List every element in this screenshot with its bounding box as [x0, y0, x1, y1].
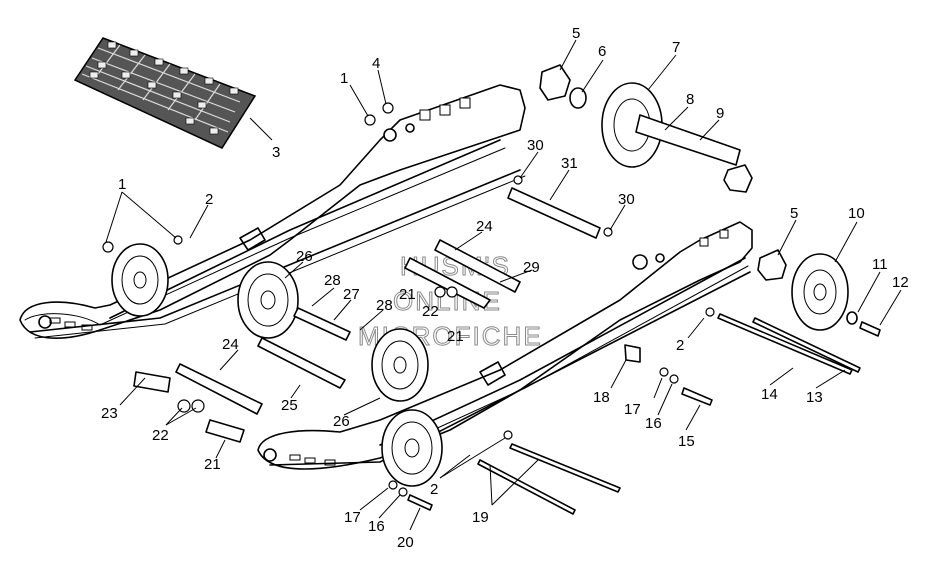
label-9: 9: [716, 105, 724, 122]
label-30-b: 30: [618, 191, 635, 208]
label-31: 31: [561, 155, 578, 172]
leader-lines: [105, 39, 902, 531]
left-rail-upper: [19, 84, 526, 339]
cross-shafts: [133, 187, 861, 515]
rear-wheel-assembly: [757, 249, 881, 337]
label-22-mid: 22: [422, 303, 439, 320]
label-26-bottom: 26: [333, 413, 350, 430]
wheel-left-upper: [111, 243, 169, 317]
label-10: 10: [848, 205, 865, 222]
label-20: 20: [397, 534, 414, 551]
label-21-left: 21: [204, 456, 221, 473]
label-25: 25: [281, 397, 298, 414]
label-24-left: 24: [222, 336, 239, 353]
right-rail-lower: [257, 221, 753, 470]
hardware-washers: [102, 102, 715, 497]
label-21-center: 21: [447, 328, 464, 345]
label-16-bottom: 16: [368, 518, 385, 535]
label-26-top: 26: [296, 248, 313, 265]
wheel-right-lower: [381, 409, 443, 487]
part-26-wheel-b: [371, 328, 429, 402]
label-2-bottom: 2: [430, 481, 438, 498]
label-15: 15: [678, 433, 695, 450]
label-24-top: 24: [476, 218, 493, 235]
callouts: 1 4 5 6 7 8 9 3 1 2 30 31 30 24 26 29 10…: [101, 25, 909, 551]
label-3: 3: [272, 144, 280, 161]
label-23: 23: [101, 405, 118, 422]
label-30-a: 30: [527, 137, 544, 154]
label-11: 11: [872, 256, 888, 273]
label-21-mid: 21: [399, 286, 416, 303]
label-1-top: 1: [340, 70, 348, 87]
label-13: 13: [806, 389, 823, 406]
part-3-skid-pad: [73, 37, 257, 149]
label-28-b: 28: [376, 297, 393, 314]
front-axle-assembly: [539, 64, 753, 193]
label-19: 19: [472, 509, 489, 526]
label-2-right: 2: [676, 337, 684, 354]
label-2-left: 2: [205, 191, 213, 208]
left-rail-lower: [29, 169, 526, 339]
label-5-top: 5: [572, 25, 580, 42]
label-12: 12: [892, 274, 909, 291]
label-17-right: 17: [624, 401, 641, 418]
label-22-left: 22: [152, 427, 169, 444]
label-4: 4: [372, 55, 380, 72]
label-14: 14: [761, 386, 778, 403]
label-18: 18: [593, 389, 610, 406]
label-28-a: 28: [324, 272, 341, 289]
label-5-right: 5: [790, 205, 798, 222]
label-29: 29: [523, 259, 540, 276]
label-1-left: 1: [118, 176, 126, 193]
label-7: 7: [672, 39, 680, 56]
label-6: 6: [598, 43, 606, 60]
right-rail-slide: [269, 271, 751, 466]
label-16-right: 16: [645, 415, 662, 432]
label-17-bottom: 17: [344, 509, 361, 526]
label-8: 8: [686, 91, 694, 108]
label-27: 27: [343, 286, 360, 303]
part-26-wheel-a: [237, 261, 299, 339]
